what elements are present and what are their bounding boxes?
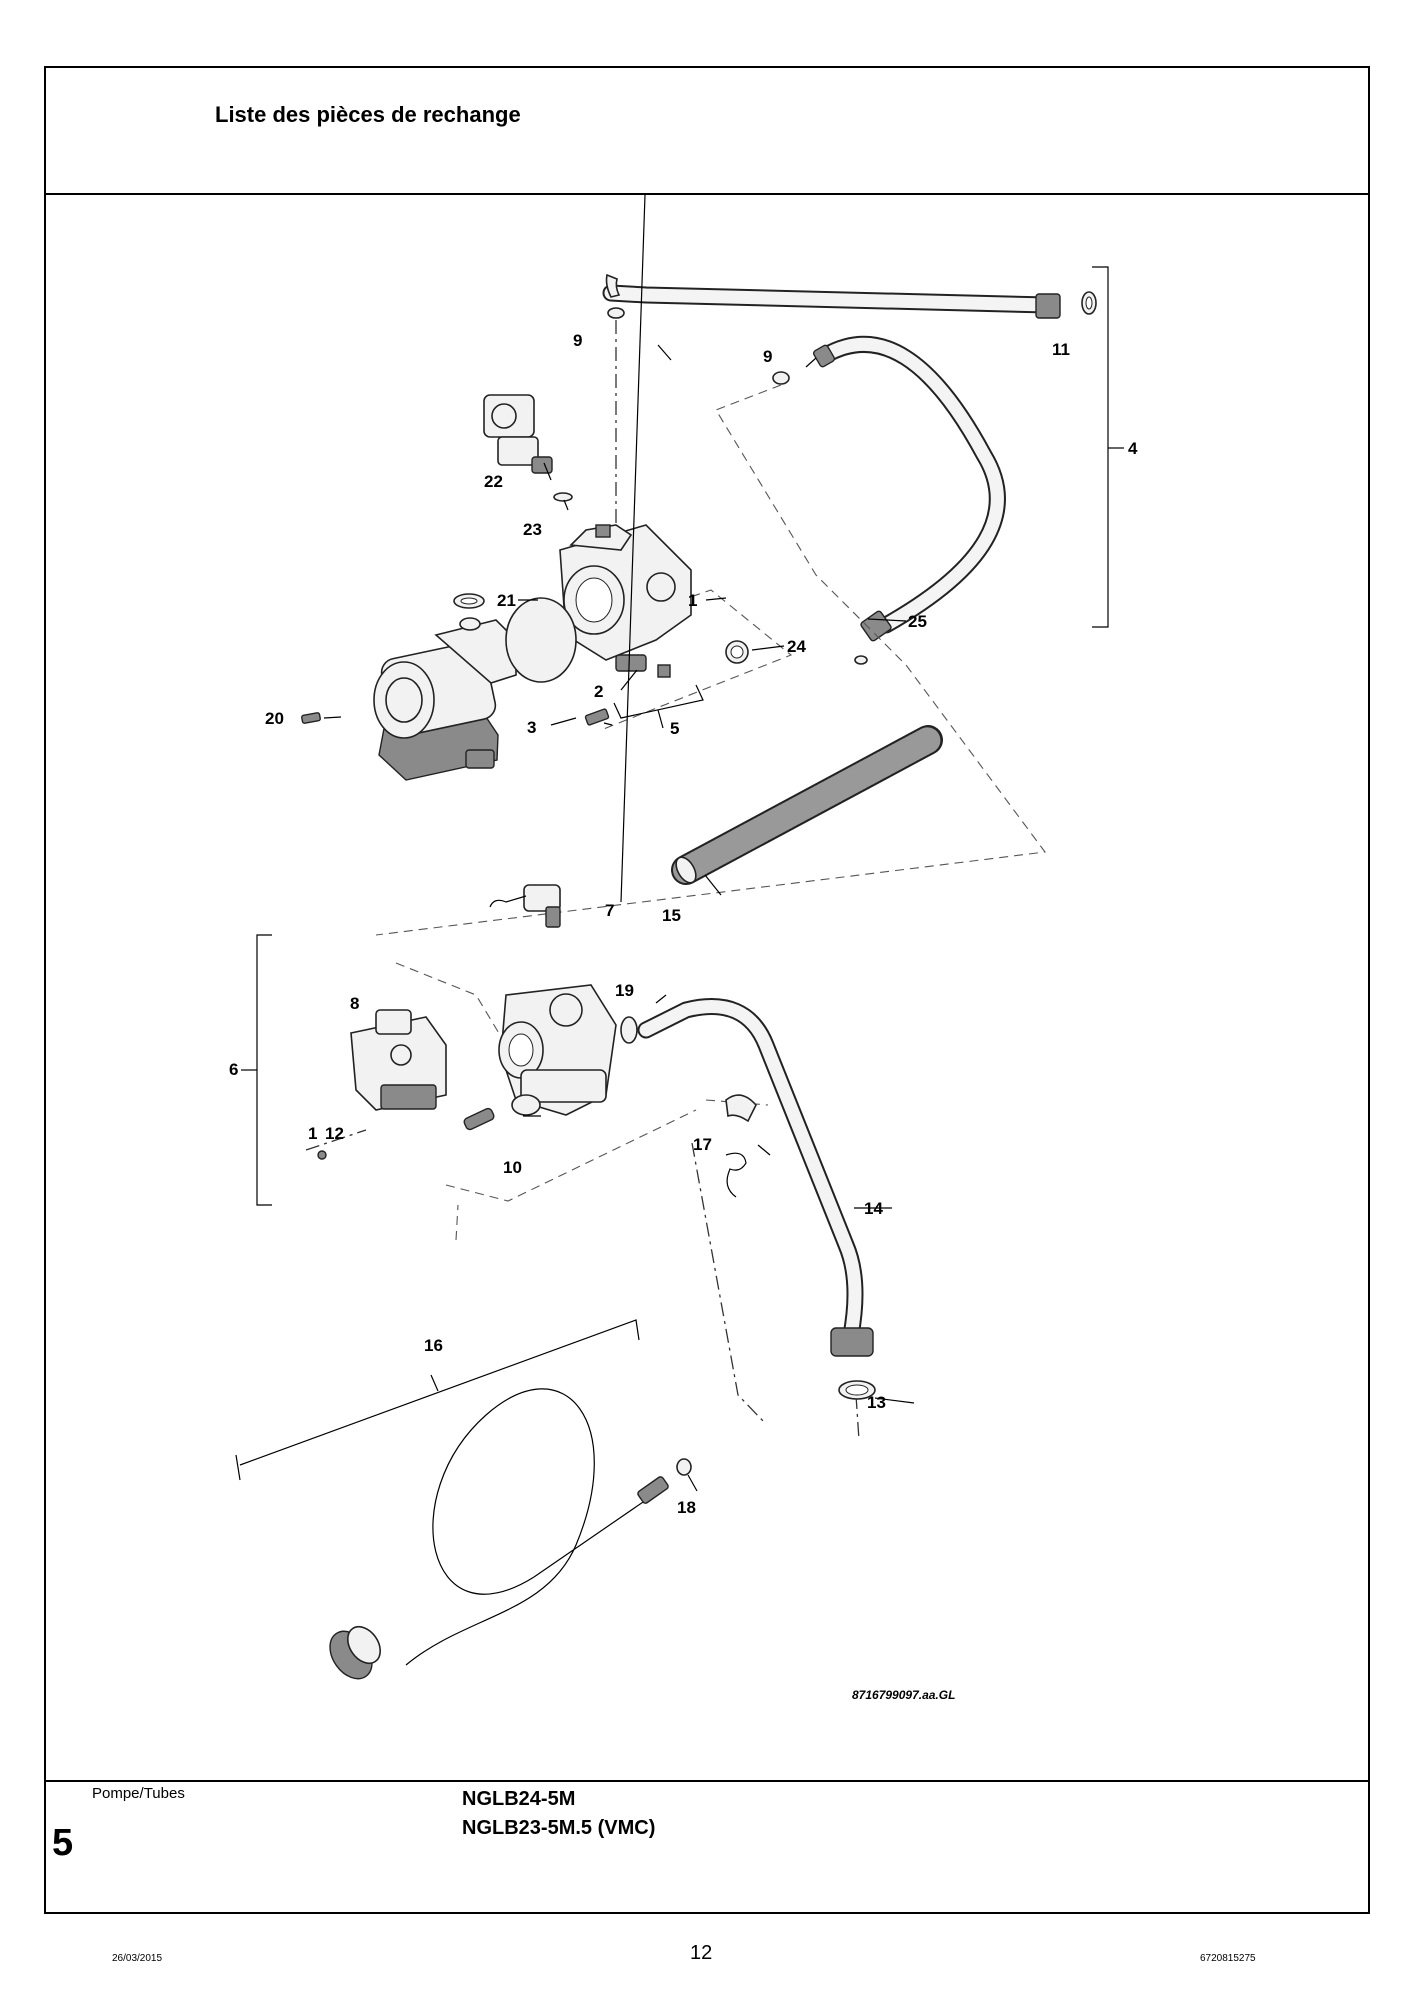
fitting-10 bbox=[463, 1107, 495, 1131]
seal-ring-19 bbox=[620, 1016, 638, 1044]
bracket-group-6 bbox=[256, 934, 272, 1206]
pump-body bbox=[559, 524, 692, 672]
model-name-1: NGLB24-5M bbox=[462, 1788, 576, 1810]
air-vent bbox=[483, 394, 553, 474]
part-label-18: 18 bbox=[677, 1498, 696, 1517]
part-label-8: 8 bbox=[350, 994, 359, 1013]
part-label-9a: 9 bbox=[573, 331, 582, 350]
part-label-1: 1 bbox=[688, 591, 697, 610]
seal-23 bbox=[553, 492, 573, 502]
seal-ring-9b bbox=[772, 371, 790, 385]
part-label-3: 3 bbox=[527, 718, 536, 737]
bracket-group-5 bbox=[613, 684, 704, 719]
page-number: 12 bbox=[690, 1942, 713, 1964]
exploded-parts-diagram: 9 9 11 4 22 23 21 1 25 24 2 20 3 5 7 15 … bbox=[229, 195, 1138, 1702]
part-label-16: 16 bbox=[424, 1336, 443, 1355]
part-label-14: 14 bbox=[864, 1199, 883, 1218]
hydraulic-block bbox=[498, 984, 617, 1116]
part-label-21: 21 bbox=[497, 591, 516, 610]
part-label-7: 7 bbox=[605, 901, 614, 920]
model-name-2: NGLB23-5M.5 (VMC) bbox=[462, 1817, 656, 1839]
print-date: 26/03/2015 bbox=[112, 1953, 163, 1964]
part-label-15: 15 bbox=[662, 906, 681, 925]
part-label-20: 20 bbox=[265, 709, 284, 728]
bracket-group-16 bbox=[239, 1319, 640, 1466]
drawing-reference: 8716799097.aa.GL bbox=[852, 1688, 955, 1702]
gas-valve bbox=[350, 1009, 447, 1111]
seal-ring-25 bbox=[854, 655, 868, 665]
seal-ring-9a bbox=[607, 307, 625, 319]
part-label-13: 13 bbox=[867, 1393, 886, 1412]
part-label-10: 10 bbox=[503, 1158, 522, 1177]
part-label-11: 11 bbox=[1052, 340, 1070, 359]
footer-divider bbox=[44, 1780, 1370, 1782]
safety-valve bbox=[489, 884, 561, 928]
screw-12 bbox=[317, 1150, 327, 1160]
part-label-17: 17 bbox=[693, 1135, 712, 1154]
part-label-4: 4 bbox=[1128, 439, 1138, 458]
part-label-23: 23 bbox=[523, 520, 542, 539]
part-label-9b: 9 bbox=[763, 347, 772, 366]
flexible-hose bbox=[673, 727, 941, 883]
part-label-1-gas-valve: 1 bbox=[308, 1124, 317, 1143]
part-label-12: 12 bbox=[325, 1124, 344, 1143]
page-title: Liste des pièces de rechange bbox=[215, 102, 521, 127]
gasket-ring-2 bbox=[505, 597, 577, 683]
clip-5 bbox=[657, 664, 671, 678]
screw-20 bbox=[301, 712, 321, 724]
sensor-probe bbox=[637, 1476, 669, 1504]
bracket-group-4 bbox=[1092, 266, 1109, 628]
pipe-nut bbox=[1035, 293, 1061, 319]
sensor-cable bbox=[405, 1388, 595, 1666]
part-label-25: 25 bbox=[908, 612, 927, 631]
section-label: Pompe/Tubes bbox=[92, 1785, 185, 1802]
part-label-24: 24 bbox=[787, 637, 806, 656]
page-frame bbox=[44, 66, 1370, 1914]
seal-ring-18 bbox=[676, 1458, 692, 1476]
header-divider bbox=[44, 193, 1370, 195]
document-code: 6720815275 bbox=[1200, 1953, 1256, 1964]
pipe-14-nut bbox=[830, 1327, 874, 1357]
part-label-2: 2 bbox=[594, 682, 603, 701]
pump-motor bbox=[373, 617, 517, 781]
section-number: 5 bbox=[52, 1822, 74, 1864]
part-label-19: 19 bbox=[615, 981, 634, 1000]
part-label-22: 22 bbox=[484, 472, 503, 491]
clip-17 bbox=[725, 1152, 747, 1198]
part-label-5: 5 bbox=[670, 719, 679, 738]
part-label-6: 6 bbox=[229, 1060, 238, 1079]
